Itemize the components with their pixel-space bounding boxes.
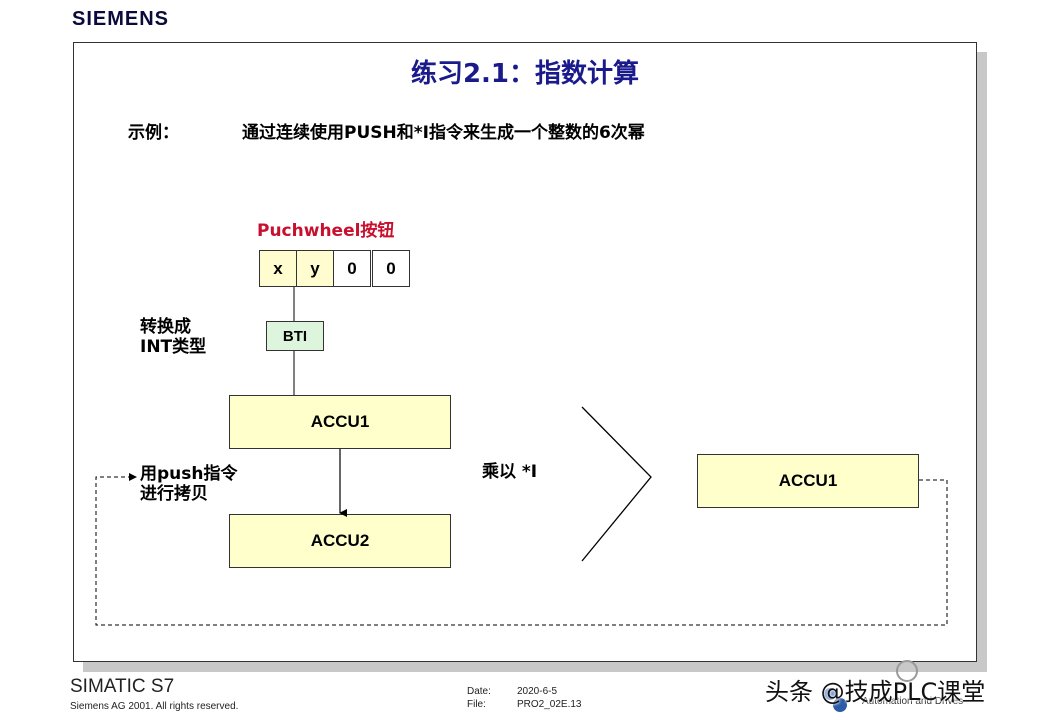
wechat-icon bbox=[896, 660, 918, 682]
bti-box: BTI bbox=[266, 321, 324, 351]
example-label: 示例： bbox=[128, 123, 179, 143]
siemens-ad-logo-icon bbox=[824, 688, 836, 700]
push-label-line2: 进行拷贝 bbox=[140, 484, 208, 504]
pushwheel-cell-0b: 0 bbox=[372, 250, 410, 287]
accu1-result-box: ACCU1 bbox=[697, 454, 919, 508]
multiply-label: 乘以 *I bbox=[482, 462, 538, 482]
multiply-chevron bbox=[581, 406, 652, 562]
footer-division: Automation and Drives bbox=[862, 696, 964, 707]
footer-date-label: Date: bbox=[467, 686, 491, 697]
footer-date-value: 2020-6-5 bbox=[517, 686, 558, 697]
siemens-ad-logo-icon-part bbox=[833, 698, 847, 712]
pushwheel-title: Puchwheel按钮 bbox=[257, 221, 395, 241]
accu1-box: ACCU1 bbox=[229, 395, 451, 449]
accu2-box: ACCU2 bbox=[229, 514, 451, 568]
footer-product: SIMATIC S7 bbox=[70, 676, 175, 697]
footer-copyright: Siemens AG 2001. All rights reserved. bbox=[70, 701, 239, 712]
pushwheel-cell-0a: 0 bbox=[333, 250, 371, 287]
pushwheel-cell-x: x bbox=[259, 250, 297, 287]
slide-frame: 练习2.1：指数计算 示例： 通过连续使用PUSH和*I指令来生成一个整数的6次… bbox=[73, 42, 977, 662]
watermark-text: 头条 @技成PLC课堂 bbox=[765, 678, 986, 706]
footer-file-value: PRO2_02E.13 bbox=[517, 699, 582, 710]
siemens-logo: SIEMENS bbox=[72, 8, 170, 30]
footer-file-label: File: bbox=[467, 699, 486, 710]
diagram-connectors bbox=[95, 287, 948, 626]
dashed-feedback-loop bbox=[95, 473, 948, 626]
push-label-line1: 用push指令 bbox=[140, 464, 238, 484]
convert-label-line2: INT类型 bbox=[140, 337, 207, 357]
convert-label-line1: 转换成 bbox=[140, 317, 191, 337]
example-text: 通过连续使用PUSH和*I指令来生成一个整数的6次幂 bbox=[242, 123, 645, 143]
slide-title: 练习2.1：指数计算 bbox=[410, 59, 640, 89]
pushwheel-cell-y: y bbox=[296, 250, 334, 287]
